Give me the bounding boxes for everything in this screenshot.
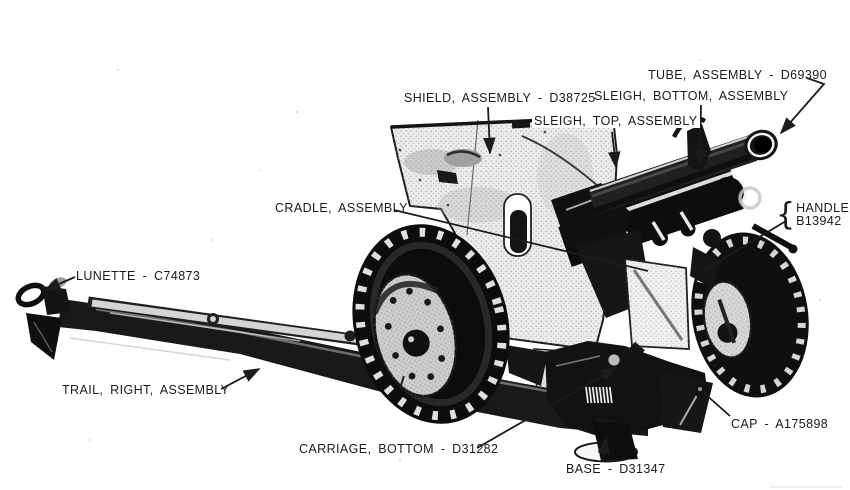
left-tire-tread [355,227,507,421]
leader-cap [703,392,731,417]
shield-bracket [437,170,458,184]
left-wheel-hub [402,329,430,357]
leader-tube [779,77,826,135]
recuperator-cap [712,177,744,209]
tube-highlight [589,135,749,193]
label-sleigh-top: SLEIGH, TOP, ASSEMBLY [532,114,700,128]
shield-shading [438,187,518,223]
label-cap: CAP - A175898 [731,417,829,431]
spring-comb [585,386,613,404]
shield-hinge-edge [446,150,481,159]
leader-trail [220,368,261,390]
shield-top-bracket [511,120,531,129]
shield-slot-handle [510,210,527,253]
right-wheel [691,232,809,398]
gun-assembly [551,116,798,318]
label-sleigh-bottom: SLEIGH, BOTTOM, ASSEMBLY [594,89,789,103]
trail-beam [58,299,648,436]
handle-knob [788,244,798,254]
muzzle [744,129,778,161]
label-carriage-bottom: CARRIAGE, BOTTOM - D31282 [299,442,499,456]
trail-end-wedge [26,313,62,360]
leader-shield [483,106,496,155]
label-handle: { HANDLE B13942 [776,196,850,233]
leader-lunette [43,276,76,291]
wheel-lug-bolts [384,287,446,381]
handle-brace-glyph: { [776,196,796,233]
leader-sleigh-bottom [693,104,707,167]
label-handle-name: HANDLE [796,200,850,215]
label-handle-number: B13942 [796,214,842,228]
lunette-clevis [42,286,71,315]
leader-cradle [393,209,649,272]
leader-base [597,436,611,462]
leader-carriage [476,367,618,449]
label-base: BASE - D31347 [566,462,666,476]
lunette-ring [15,282,47,308]
right-tire-tread [694,236,806,394]
rod-collar [344,330,356,342]
label-shield-assembly: SHIELD, ASSEMBLY - D38725 [404,91,596,105]
handle-rod [751,223,793,250]
gun-shield [389,115,619,352]
gun-tube [587,135,758,215]
leader-handle [702,220,787,272]
leader-sleigh-top [608,131,621,169]
print-artifact [770,486,842,488]
carriage-bottom [545,341,713,463]
muzzle-bore [754,137,772,153]
label-trail-right: TRAIL, RIGHT, ASSEMBLY [62,383,230,397]
leader-lines [43,77,826,462]
shield-seam [466,119,479,236]
left-wheel [352,224,510,424]
label-lunette: LUNETTE - C74873 [76,269,201,283]
label-tube-assembly: TUBE, ASSEMBLY - D69390 [648,68,827,82]
label-cradle-assembly: CRADLE, ASSEMBLY [275,201,408,215]
